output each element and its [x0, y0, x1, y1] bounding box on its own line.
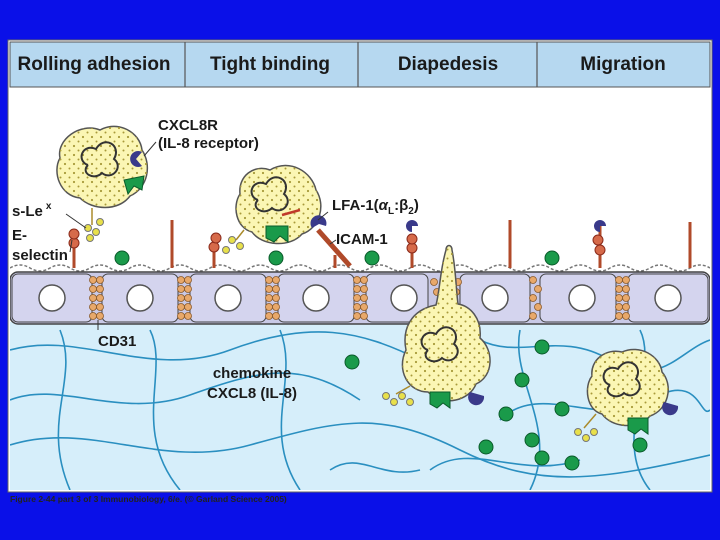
label-s-lex-main: s-Le — [12, 203, 43, 220]
receptor-foot-3 — [429, 391, 451, 409]
figure-caption: Figure 2-44 part 3 of 3 Immunobiology, 6… — [10, 494, 287, 504]
label-il8-receptor: (IL-8 receptor) — [158, 135, 259, 152]
cd31-junctions — [89, 276, 630, 320]
label-lfa1-main: LFA-1( — [332, 197, 379, 214]
leukocyte-migration — [586, 348, 669, 427]
label-lfa1-close: ) — [414, 197, 419, 214]
label-lfa1-beta: :β — [394, 197, 408, 214]
header-migration: Migration — [580, 54, 666, 75]
label-pointers — [65, 141, 337, 330]
lfa1-receptor — [310, 215, 327, 228]
cxcl8r-receptor-3 — [468, 392, 485, 406]
surface-receptors — [406, 220, 606, 232]
endothelial-nuclei — [38, 284, 682, 312]
label-lfa1-beta-sub: 2 — [408, 206, 414, 217]
label-s-lex-sup: x — [46, 201, 52, 212]
label-chemokine: chemokine — [213, 365, 291, 382]
label-lfa1-alpha: α — [379, 197, 389, 214]
header-diapedesis: Diapedesis — [398, 54, 498, 75]
label-lfa1-alpha-sub: L — [388, 206, 394, 217]
cxcl8r-receptor-1 — [130, 151, 142, 167]
label-e-selectin-1: E- — [12, 227, 27, 244]
icam1-bond — [316, 228, 352, 268]
leukocyte-tight-binding — [235, 164, 322, 245]
label-lfa1: LFA-1(αL:β2) — [332, 197, 419, 217]
label-cxcl8r: CXCL8R — [158, 117, 218, 134]
label-cd31: CD31 — [98, 333, 136, 350]
s-lex-ligand-1 — [84, 208, 104, 242]
cxcl8r-receptor-4 — [662, 402, 679, 416]
tissue-fibers — [10, 329, 710, 490]
label-e-selectin-2: selectin — [12, 247, 68, 264]
s-lex-ligand-2 — [222, 229, 245, 254]
receptor-foot-2 — [265, 225, 289, 243]
label-cxcl8: CXCL8 (IL-8) — [207, 385, 297, 402]
receptor-foot-4 — [627, 417, 649, 435]
s-lex-ligand-3 — [382, 385, 414, 406]
s-lex-ligand-4 — [574, 413, 598, 442]
header-tight-binding: Tight binding — [210, 54, 330, 75]
receptor-foot-1 — [123, 175, 145, 196]
label-icam1: ICAM-1 — [336, 231, 388, 248]
leukocyte-rolling — [56, 125, 149, 209]
selectin-heads — [68, 228, 606, 256]
header-band — [9, 41, 711, 88]
leukocyte-diapedesis — [401, 244, 491, 402]
header-rolling-adhesion: Rolling adhesion — [17, 54, 170, 75]
